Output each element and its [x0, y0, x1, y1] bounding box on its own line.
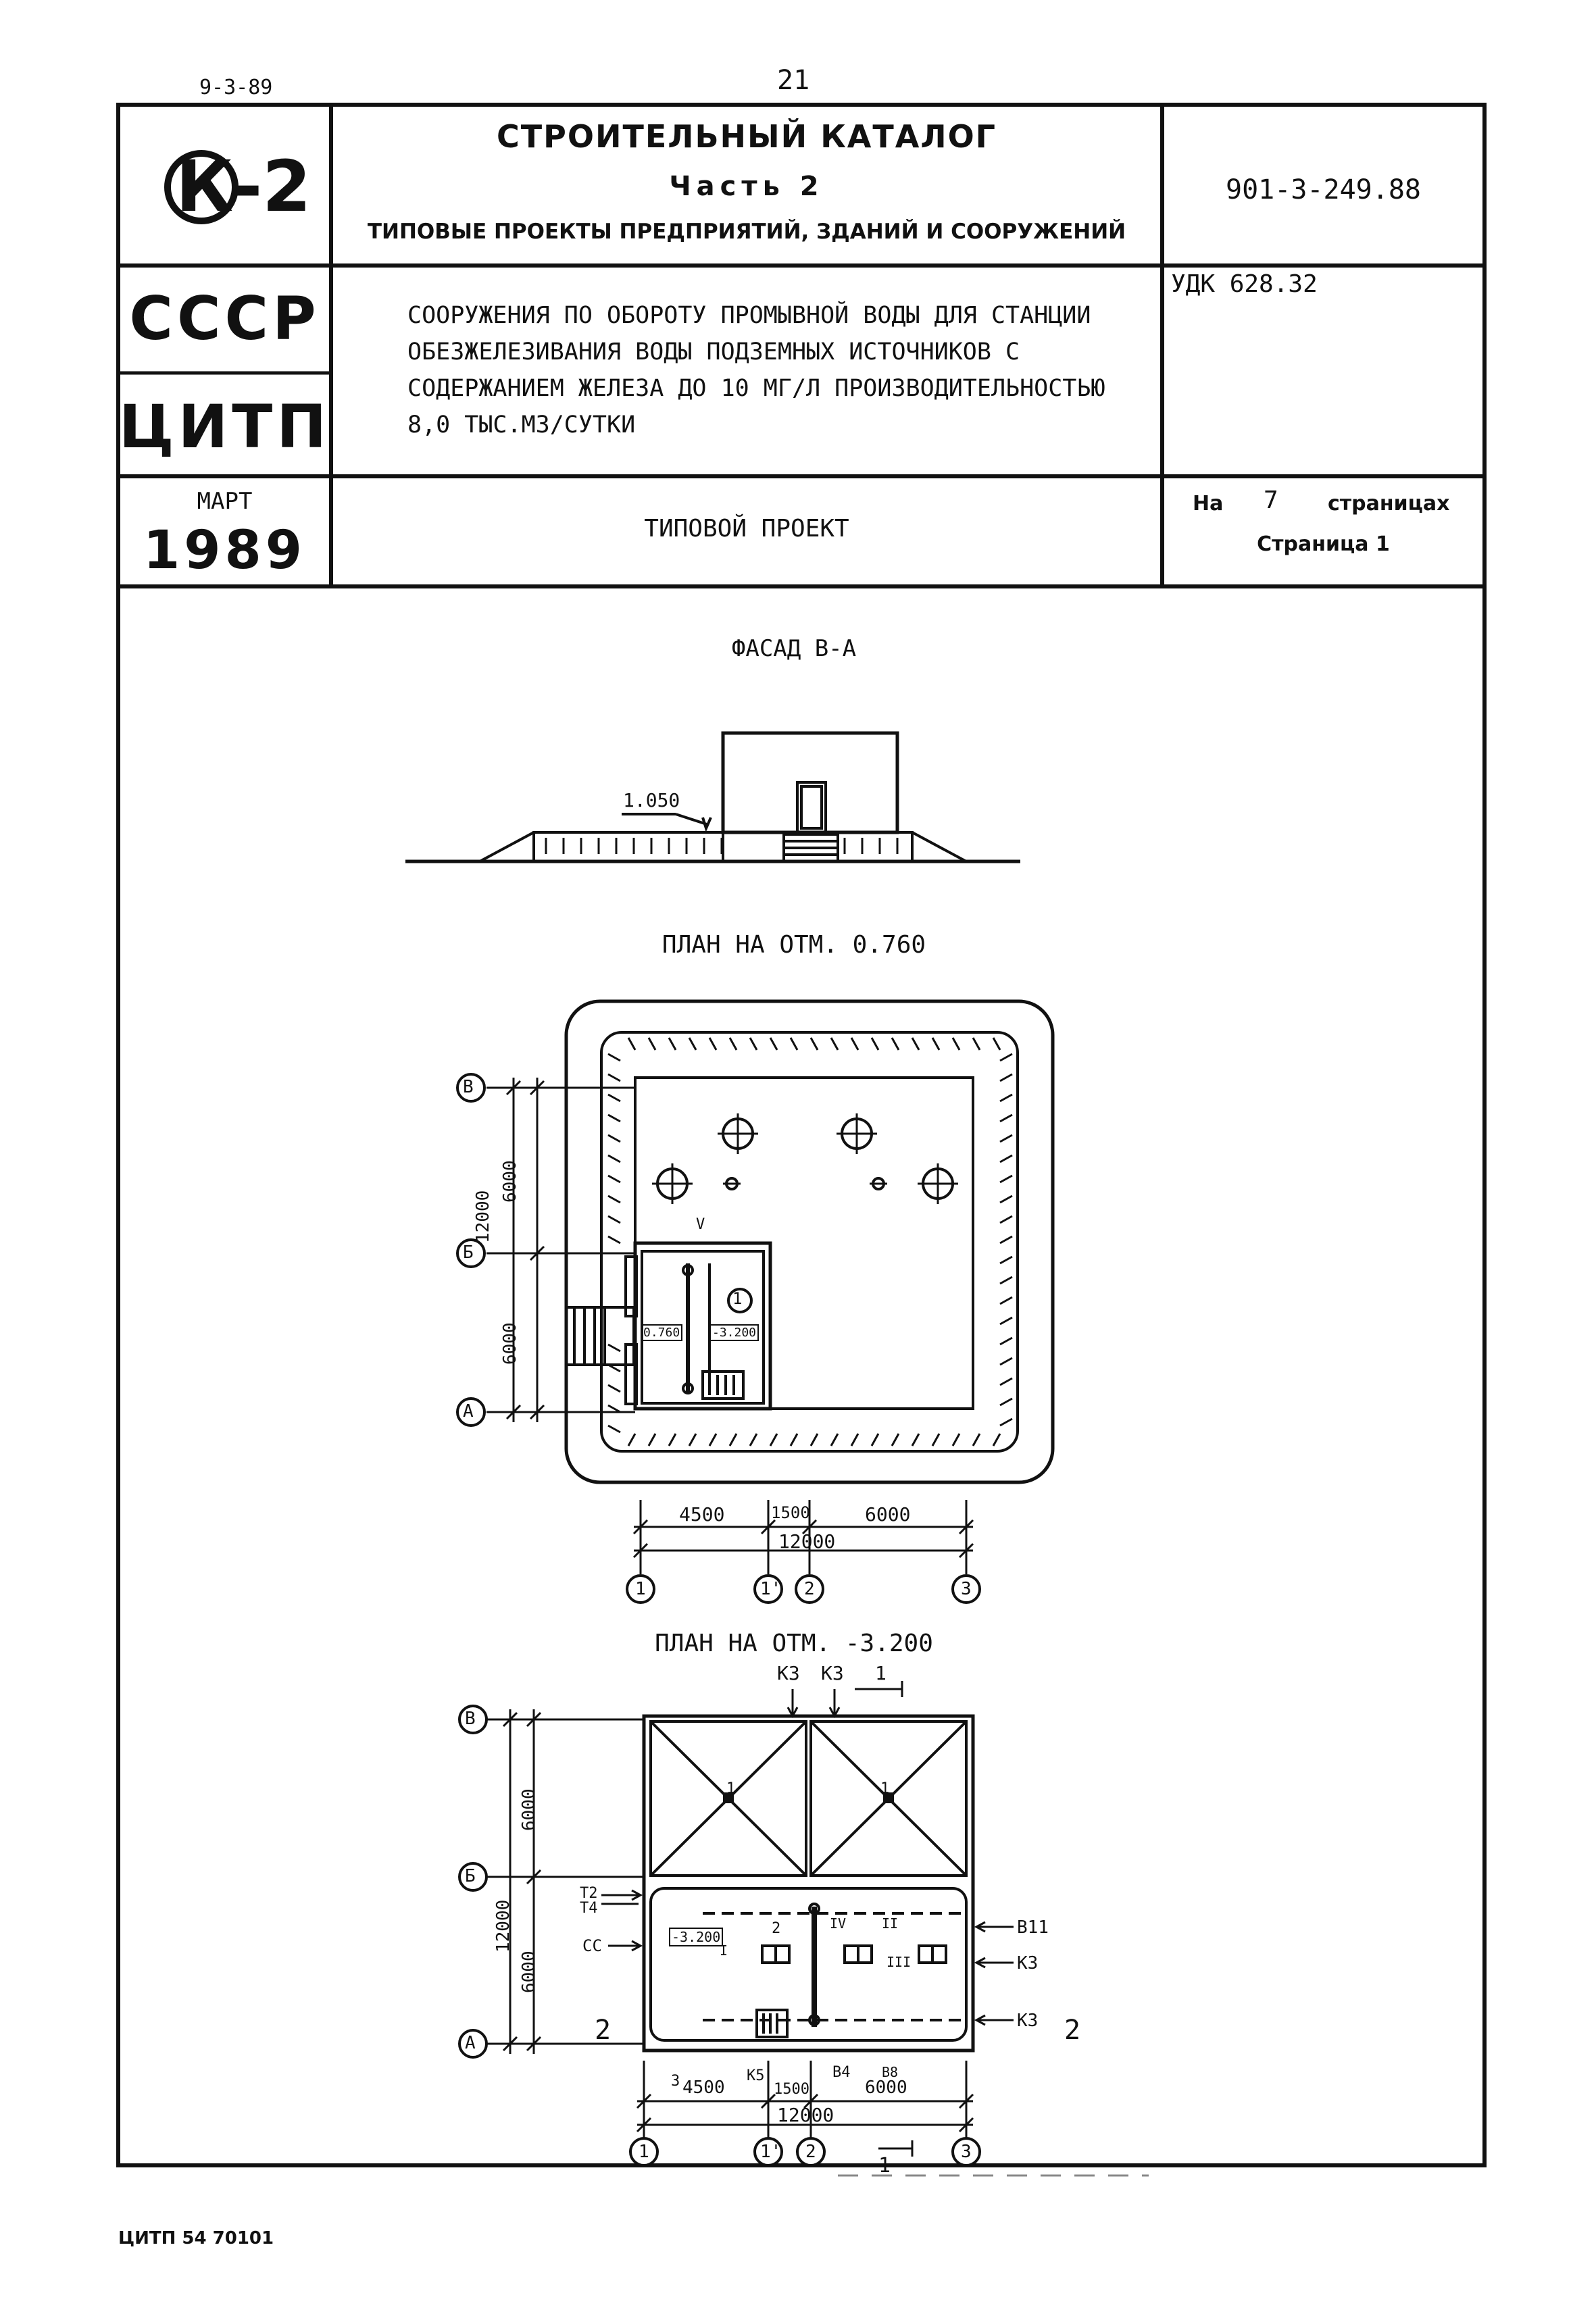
description-line: ОБЕЗЖЕЛЕЗИВАНИЯ ВОДЫ ПОДЗЕМНЫХ ИСТОЧНИКО… [407, 338, 1020, 366]
plan2-top-pipe: К3 [821, 1662, 844, 1684]
plan1-axis-row: Б [463, 1242, 474, 1263]
plan2-room-mark: 2 [772, 1920, 781, 1937]
issue-month: МАРТ [197, 488, 253, 515]
plan2-room-mark: 1 [880, 1780, 890, 1797]
plan2-axis-row: В [465, 1709, 476, 1729]
logo-mark [164, 150, 239, 224]
plan2-pipe-right: К3 [1017, 1953, 1039, 1973]
plan2-pipe-right: В11 [1017, 1917, 1049, 1938]
plan2-dim-total-bottom: 12000 [777, 2104, 834, 2126]
plan1-dim-upper: 6000 [500, 1160, 520, 1203]
pages-count: 7 [1264, 486, 1278, 514]
plan1-dim-bottom: 1500 [771, 1503, 810, 1522]
plan1-dim-bottom: 4500 [679, 1503, 725, 1526]
udk-code: УДК 628.32 [1171, 270, 1318, 298]
org-ussr: СССР [129, 284, 320, 353]
project-description: СООРУЖЕНИЯ ПО ОБОРОТУ ПРОМЫВНОЙ ВОДЫ ДЛЯ… [407, 297, 1105, 443]
description-line: СОДЕРЖАНИЕМ ЖЕЛЕЗА ДО 10 МГ/Л ПРОИЗВОДИТ… [407, 375, 1105, 402]
plan2-pipe-right: К3 [1017, 2011, 1039, 2031]
plan2-pipe-bottom: З [671, 2073, 680, 2090]
plan2-pipe-bottom: В4 [832, 2064, 851, 2081]
plan1-room-mark: 1 [732, 1289, 743, 1308]
plan1-section-mark: V [696, 1216, 705, 1233]
plan2-room-mark: 1 [726, 1780, 736, 1797]
plan2-equip-mark: I [720, 1942, 728, 1959]
plan1-dim-total: 12000 [473, 1190, 493, 1243]
page-number: 21 [777, 65, 810, 96]
plan2-equip-mark: III [887, 1954, 912, 1970]
plan2-pipe-left: Т2 [580, 1885, 598, 1902]
plan2-dim-upper: 6000 [519, 1788, 539, 1831]
plan2-section-top: 1 [875, 1662, 887, 1684]
issue-year: 1989 [143, 520, 307, 581]
description-line: 8,0 ТЫС.М3/СУТКИ [407, 411, 636, 438]
plan2-equip-mark: II [882, 1915, 899, 1932]
plan2-axis-col: 1' [760, 2142, 782, 2162]
plan1-axis-col: 2 [804, 1579, 815, 1599]
plan2-dim-total: 12000 [493, 1899, 514, 1953]
plan2-section-bottom: 1 [878, 2154, 891, 2178]
plan1-axis-row: А [463, 1401, 474, 1422]
catalog-subtitle: ТИПОВЫЕ ПРОЕКТЫ ПРЕДПРИЯТИЙ, ЗДАНИЙ И СО… [367, 220, 1126, 244]
plan2-pipe-left: СС [582, 1936, 602, 1955]
org-citp: ЦИТП [119, 392, 330, 461]
page-label: Страница 1 [1257, 532, 1390, 556]
description-line: СООРУЖЕНИЯ ПО ОБОРОТУ ПРОМЫВНОЙ ВОДЫ ДЛЯ… [407, 302, 1091, 329]
facade-drawing [405, 731, 1020, 863]
pages-prefix: На [1193, 492, 1224, 515]
logo-text: К-2 [176, 145, 311, 228]
footer-code: ЦИТП 54 70101 [118, 2228, 274, 2248]
plan1-drawing [456, 999, 1055, 1604]
facade-elevation: 1.050 [623, 789, 680, 811]
plan2-pipe-bottom: К5 [747, 2067, 765, 2084]
plan1-axis-row: В [463, 1077, 474, 1097]
plan1-level-mark: 0.760 [641, 1324, 683, 1341]
plan2-section-right: 2 [1064, 2015, 1081, 2046]
plan1-axis-col: 1 [635, 1579, 646, 1599]
plan2-axis-row: Б [465, 1866, 476, 1886]
plan2-title: ПЛАН НА ОТМ. -3.200 [655, 1630, 933, 1657]
plan2-drawing [458, 1681, 1014, 2167]
project-code: 901-3-249.88 [1226, 174, 1421, 205]
plan2-pipe-bottom: В8 [882, 2064, 899, 2080]
plan2-top-pipe: К3 [777, 1662, 800, 1684]
plan1-axis-col: 1' [760, 1579, 782, 1599]
plan2-level-mark: -3.200 [669, 1928, 724, 1946]
plan2-dim-bottom: 4500 [682, 2078, 725, 2098]
plan2-axis-row: А [465, 2033, 476, 2053]
plan1-axis-col: 3 [961, 1579, 972, 1599]
plan1-dim-lower: 6000 [500, 1322, 520, 1365]
pages-suffix: страницах [1328, 492, 1450, 515]
plan2-dim-bottom: 6000 [865, 2078, 907, 2098]
plan2-axis-col: 3 [961, 2142, 972, 2162]
plan2-dim-lower: 6000 [519, 1951, 539, 1993]
plan2-equip-mark: IV [830, 1915, 847, 1932]
plan2-pipe-left: Т4 [580, 1900, 598, 1917]
plan2-axis-col: 2 [805, 2142, 816, 2162]
sheet-code: 9-3-89 [199, 76, 273, 99]
facade-title: ФАСАД В-А [731, 635, 857, 662]
plan1-dim-total-bottom: 12000 [778, 1530, 836, 1553]
header-frame [116, 103, 1487, 2167]
document-type: ТИПОВОЙ ПРОЕКТ [644, 515, 849, 543]
plan2-axis-col: 1 [639, 2142, 649, 2162]
catalog-title: СТРОИТЕЛЬНЫЙ КАТАЛОГ [497, 118, 997, 155]
plan2-section-left: 2 [595, 2015, 612, 2046]
plan2-dim-bottom: 1500 [774, 2081, 809, 2098]
catalog-part: Часть 2 [669, 171, 824, 202]
plan1-title: ПЛАН НА ОТМ. 0.760 [662, 931, 926, 959]
plan1-dim-bottom: 6000 [865, 1503, 911, 1526]
plan1-level-mark: -3.200 [709, 1324, 759, 1341]
